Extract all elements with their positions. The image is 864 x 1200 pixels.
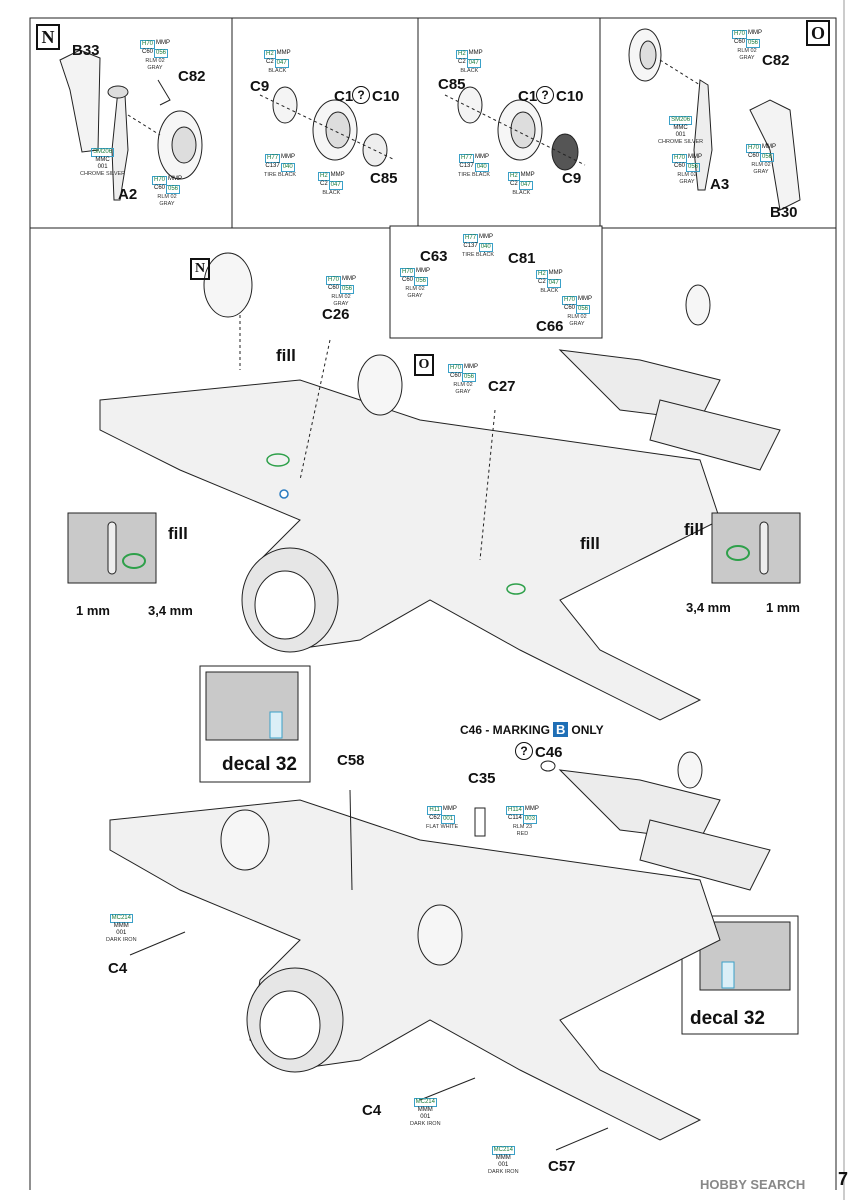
paint-callout-iron: MC214 MMM 001 DARK IRON: [106, 914, 137, 943]
fill-mark-left: [122, 553, 146, 569]
dim-34mm-right: 3,4 mm: [686, 600, 731, 615]
part-c85-b: C85: [438, 76, 466, 93]
part-c1-b: C1: [518, 88, 538, 105]
part-c85-a: C85: [370, 170, 398, 187]
part-c58: C58: [337, 752, 365, 769]
variant-o-marker: O: [414, 354, 434, 376]
marking-letter-badge: B: [553, 722, 569, 737]
part-c10-a: C10: [372, 88, 400, 105]
dim-1mm-left: 1 mm: [76, 603, 110, 618]
variant-n-badge: N: [36, 24, 60, 50]
part-c35: C35: [468, 770, 496, 787]
part-a3: A3: [710, 176, 730, 193]
decal-32-label-right: decal 32: [690, 1008, 765, 1029]
part-c4-b: C4: [362, 1102, 382, 1119]
decal-32-mark-right: [721, 961, 735, 989]
panel-wheel-2-drawing: [444, 86, 586, 171]
part-c82-b: C82: [762, 52, 790, 69]
fill-detail-right: [711, 512, 801, 584]
gear-subassembly-box: [389, 225, 603, 339]
dim-1mm-right: 1 mm: [766, 600, 800, 615]
fill-mark-right: [726, 545, 750, 561]
slot-left: [107, 521, 117, 575]
lower-aircraft-drawing: [109, 751, 771, 1151]
fill-label-right: fill: [684, 520, 704, 539]
part-c9-b: C9: [562, 170, 582, 187]
decal-detail-left: [205, 671, 299, 741]
upper-aircraft-drawing: [99, 252, 781, 721]
part-c27: C27: [488, 378, 516, 395]
fill-label: fill: [276, 346, 296, 365]
variant-o-badge: O: [806, 20, 830, 46]
part-c63: C63: [420, 248, 448, 265]
part-b30: B30: [770, 204, 798, 221]
part-c57: C57: [548, 1158, 576, 1175]
part-c81: C81: [508, 250, 536, 267]
fill-label-left: fill: [168, 524, 188, 543]
part-c4-a: C4: [108, 960, 128, 977]
paint-callout-iron: MC214 MMM 001 DARK IRON: [488, 1146, 519, 1175]
panel-o-drawing: [628, 28, 801, 211]
optional-part-icon: ?: [352, 86, 370, 104]
part-b33: B33: [72, 42, 100, 59]
part-c9-a: C9: [250, 78, 270, 95]
part-c1-a: C1: [334, 88, 354, 105]
slot-right: [759, 521, 769, 575]
paint-callout-iron: MC214 MMM 001 DARK IRON: [410, 1098, 441, 1127]
marking-prefix: C46 - MARKING: [460, 722, 551, 737]
part-c66: C66: [536, 318, 564, 335]
dim-34mm-left: 3,4 mm: [148, 603, 193, 618]
decal-32-mark-left: [269, 711, 283, 739]
part-c82-a: C82: [178, 68, 206, 85]
marking-note: C46 - MARKING B ONLY: [460, 722, 604, 737]
decal-32-label-left: decal 32: [222, 754, 297, 775]
panel-n-drawing: [59, 49, 203, 201]
optional-part-icon: ?: [515, 742, 533, 760]
paint-callout-chrome: SM206 MMC 001 CHROME SILVER: [80, 148, 126, 177]
panel-wheel-1-drawing: [259, 86, 396, 167]
watermark: HOBBY SEARCH: [700, 1177, 806, 1192]
marking-suffix: ONLY: [571, 722, 604, 737]
part-c46: C46: [535, 744, 563, 761]
page-number: 7: [837, 1169, 848, 1189]
part-c26: C26: [322, 306, 350, 323]
part-c10-b: C10: [556, 88, 584, 105]
fill-label: fill: [580, 534, 600, 553]
variant-n-marker: N: [190, 258, 210, 280]
paint-callout-chrome: SM206 MMC 001 CHROME SILVER: [658, 116, 704, 145]
optional-part-icon: ?: [536, 86, 554, 104]
part-a2: A2: [118, 186, 138, 203]
